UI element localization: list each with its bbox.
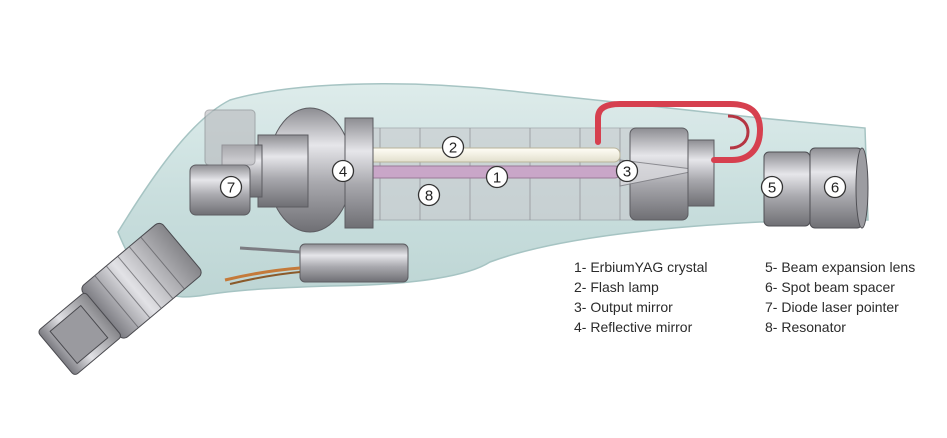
legend-item-3: 3- Output mirror [574,299,673,315]
legend-item-2: 2- Flash lamp [574,279,659,295]
output-mirror-assembly [619,127,715,221]
legend-item-1: 1- ErbiumYAG crystal [574,259,708,275]
flash-lamp [359,147,621,163]
callout-number: 5 [768,180,776,197]
callout-circle [417,183,441,207]
callout-number: 3 [623,164,631,181]
angled-head [38,222,202,375]
lower-electronics-module [224,243,409,285]
legend-item-8: 8- Resonator [765,319,846,335]
legend-item-6: 6- Spot beam spacer [765,279,895,295]
callout-5: 5 [760,175,784,199]
callout-number: 6 [831,180,839,197]
callout-circle [485,165,509,189]
callout-number: 7 [227,180,235,197]
callout-circle [615,159,639,183]
callout-layer: 1 2 3 4 5 6 7 8 [219,135,847,207]
callout-circle [823,175,847,199]
callout-circle [331,159,355,183]
callout-6: 6 [823,175,847,199]
legend-right: 5- Beam expansion lens 6- Spot beam spac… [765,257,915,337]
callout-7: 7 [219,175,243,199]
callout-2: 2 [441,135,465,159]
legend-left: 1- ErbiumYAG crystal 2- Flash lamp 3- Ou… [574,257,708,337]
callout-circle [441,135,465,159]
legend-item-5: 5- Beam expansion lens [765,259,916,275]
callout-number: 8 [425,188,433,205]
callout-4: 4 [331,159,355,183]
callout-8: 8 [417,183,441,207]
callout-circle [760,175,784,199]
coolant-tube [595,101,764,163]
callout-number: 1 [493,170,501,187]
callout-number: 2 [449,140,457,157]
callout-circle [219,175,243,199]
legend-item-7: 7- Diode laser pointer [765,299,899,315]
legend-item-4: 4- Reflective mirror [574,319,693,335]
callout-number: 4 [339,164,347,181]
callout-3: 3 [615,159,639,183]
callout-1: 1 [485,165,509,189]
